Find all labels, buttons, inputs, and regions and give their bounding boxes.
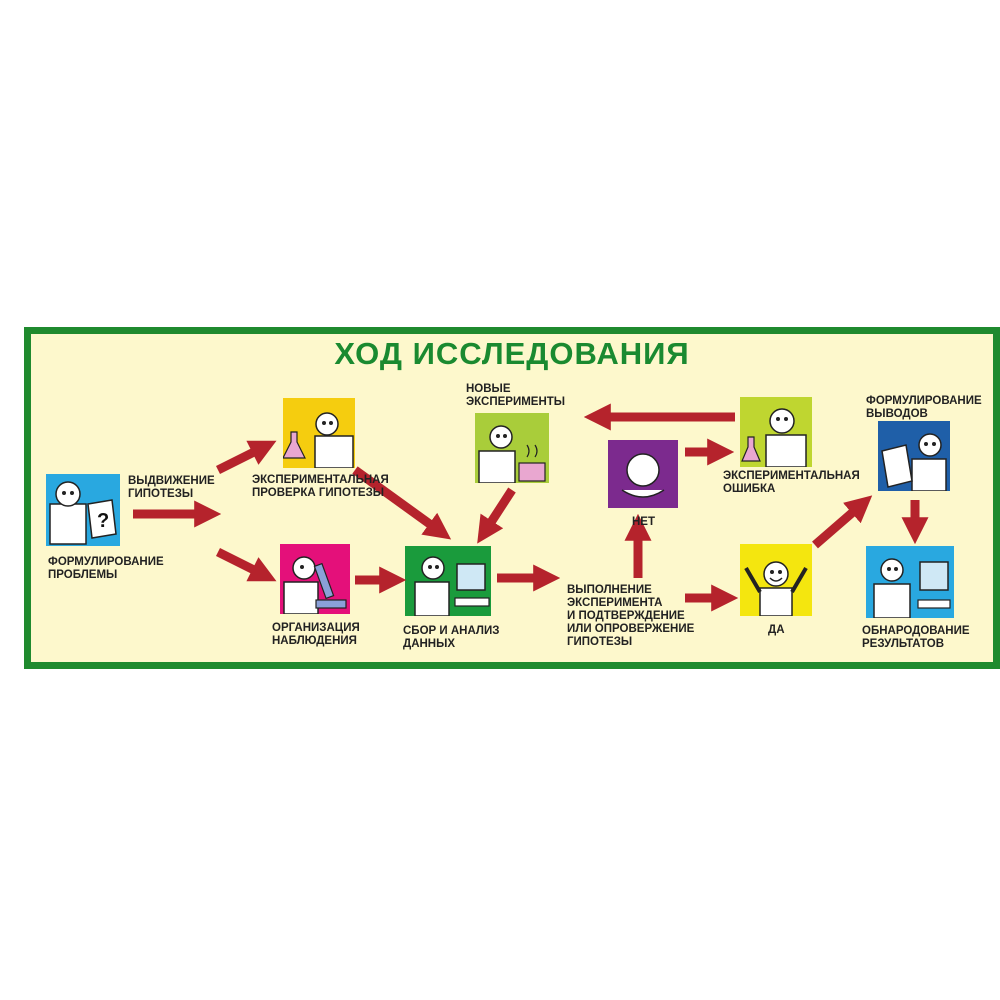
arrow-to-experimental-check <box>215 440 277 475</box>
arrow-check-to-data <box>352 466 452 540</box>
label-no: НЕТ <box>632 516 655 528</box>
poster-title: ХОД ИССЛЕДОВАНИЯ <box>334 336 690 371</box>
tile-data-analysis <box>405 546 491 617</box>
arrow-to-observation <box>215 547 277 582</box>
arrow-new-to-data <box>477 487 516 544</box>
tile-no <box>608 440 678 508</box>
question-paper-icon: ? <box>49 481 117 545</box>
head-down-icon <box>621 453 665 498</box>
tile-yes <box>740 544 812 617</box>
flask-error-icon <box>741 408 807 468</box>
computer-icon <box>414 556 490 617</box>
computer-icon <box>873 558 951 619</box>
flask-experiment-icon <box>282 412 354 469</box>
label-yes: ДА <box>768 624 785 636</box>
tile-formulate-problem: ? <box>46 474 120 546</box>
tile-conclusions <box>878 421 950 492</box>
beaker-icon <box>478 425 546 484</box>
tile-observation <box>280 544 350 615</box>
tile-publish <box>866 546 954 619</box>
svg-text:?: ? <box>97 510 109 532</box>
arrow-yes-to-conclusions <box>812 495 873 549</box>
cheering-person-icon <box>744 561 808 617</box>
tile-error <box>740 397 812 468</box>
tile-experimental-check <box>282 398 355 469</box>
microscope-icon <box>283 556 347 615</box>
tile-new-experiments <box>475 413 549 484</box>
